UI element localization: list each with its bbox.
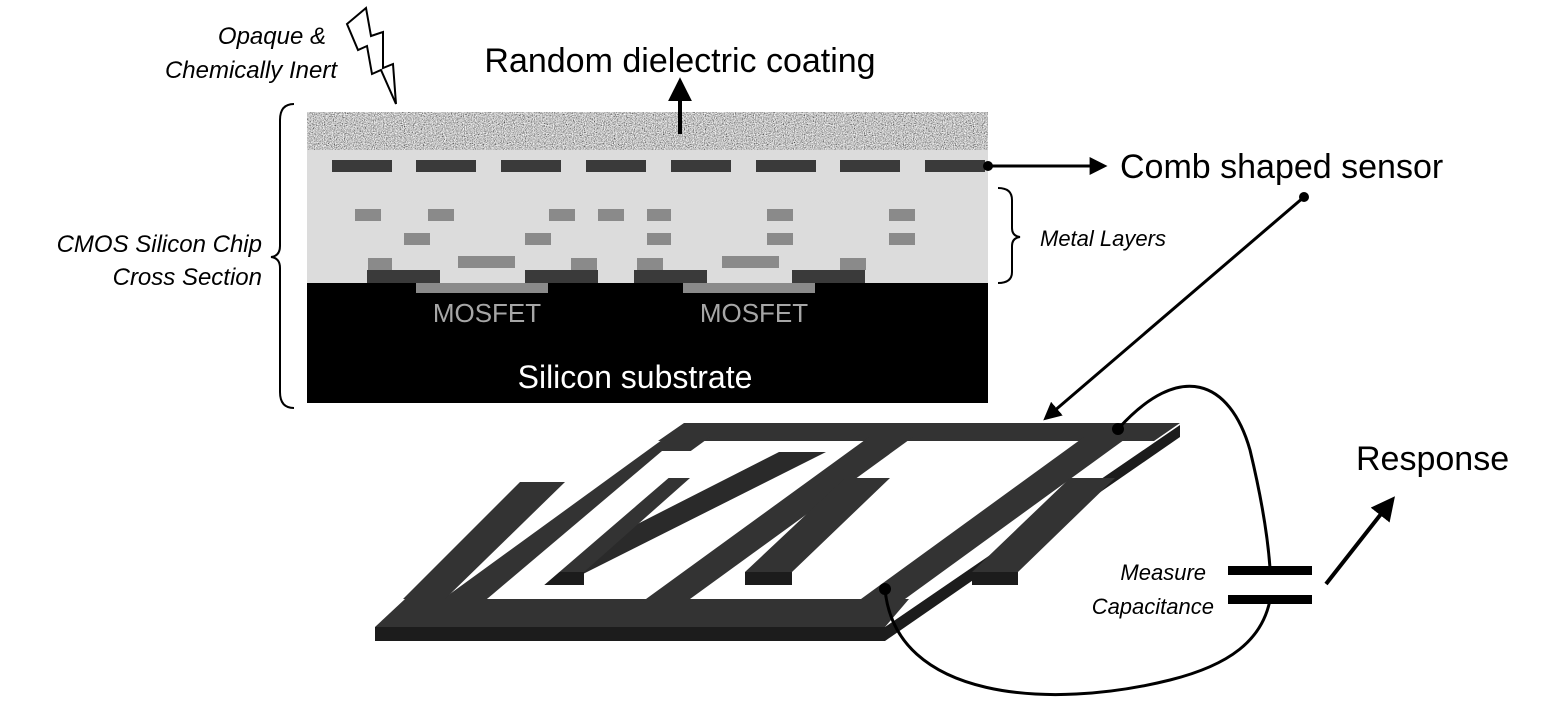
comb-pointer-dot bbox=[983, 161, 993, 171]
measure-label-line2: Capacitance bbox=[1092, 594, 1214, 619]
lightning-bolt-icon bbox=[345, 6, 397, 105]
opaque-label-line2: Chemically Inert bbox=[165, 57, 338, 84]
wire-top bbox=[1116, 384, 1272, 569]
response-arrow-icon bbox=[1324, 496, 1395, 586]
mosfet-label-2: MOSFET bbox=[700, 298, 808, 328]
metal-layers-brace bbox=[997, 187, 1021, 284]
measure-label-line1: Measure bbox=[1120, 560, 1206, 585]
metal-layers-label: Metal Layers bbox=[1040, 226, 1166, 251]
chip-brace bbox=[270, 103, 295, 409]
dielectric-coating-layer bbox=[307, 112, 988, 150]
metal-layer-blocks bbox=[355, 209, 915, 270]
comb-sensor-3d bbox=[375, 423, 1180, 641]
metal-contacts bbox=[367, 270, 865, 283]
wire-bottom bbox=[883, 588, 1272, 697]
chip-label-line2: Cross Section bbox=[113, 264, 262, 291]
mosfet-gate-2 bbox=[683, 283, 815, 293]
coating-label: Random dielectric coating bbox=[484, 42, 875, 80]
sensor-pointer-arrow-icon bbox=[1043, 195, 1305, 421]
comb-label: Comb shaped sensor bbox=[1120, 148, 1443, 186]
comb-sensor-dashes bbox=[332, 160, 985, 172]
chip-label-line1: CMOS Silicon Chip bbox=[57, 231, 262, 258]
chip-cross-section: MOSFET MOSFET Silicon substrate bbox=[307, 112, 988, 403]
silicon-substrate bbox=[307, 283, 988, 403]
mosfet-gate-1 bbox=[416, 283, 548, 293]
response-label: Response bbox=[1356, 440, 1509, 478]
opaque-label-line1: Opaque & bbox=[218, 23, 326, 50]
substrate-label: Silicon substrate bbox=[518, 359, 753, 395]
capacitor-icon bbox=[1228, 566, 1312, 604]
mosfet-label-1: MOSFET bbox=[433, 298, 541, 328]
